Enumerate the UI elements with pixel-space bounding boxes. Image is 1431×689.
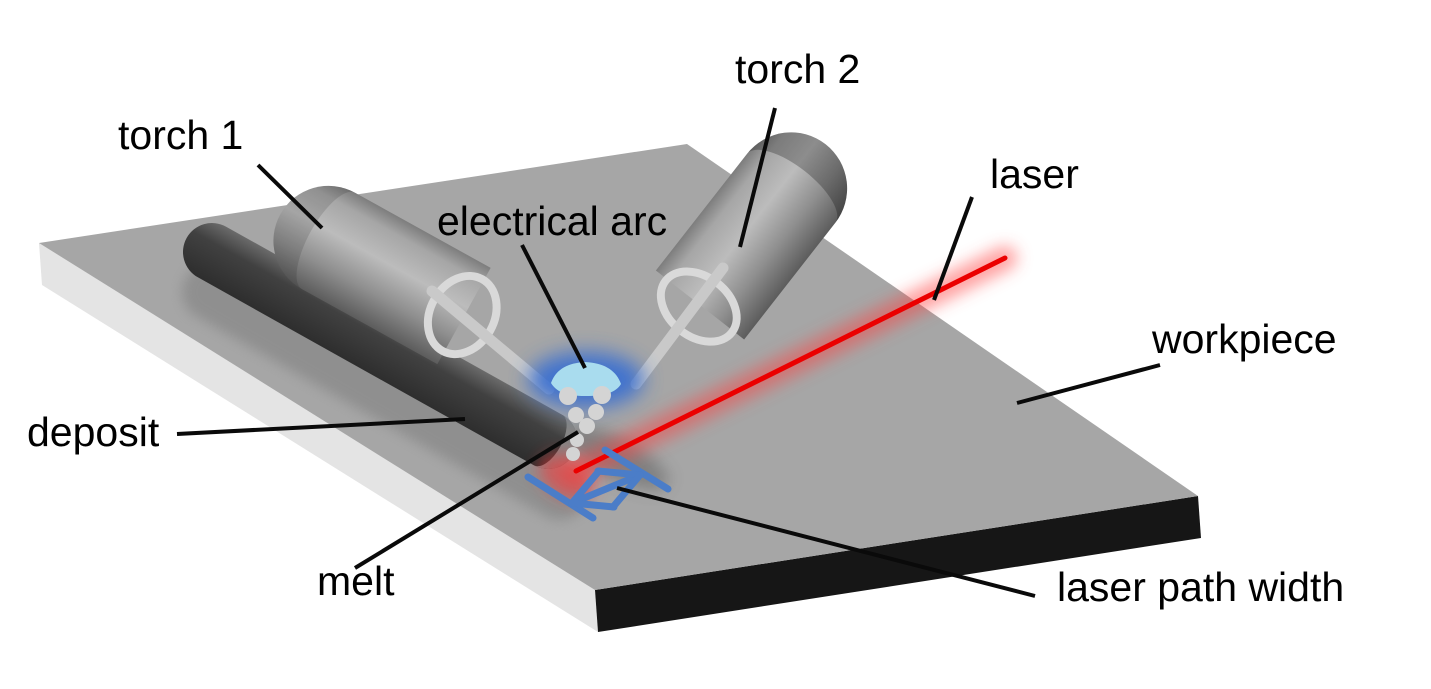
label-laser: laser [990, 151, 1079, 197]
label-electrical-arc: electrical arc [437, 198, 667, 244]
droplet [588, 404, 604, 420]
dimension-arrowhead-left-barb [568, 467, 603, 507]
electrode-wires [426, 262, 729, 395]
label-laser-path-width: laser path width [1057, 564, 1344, 610]
deposit-shadow [182, 264, 588, 520]
pointer-melt [353, 430, 580, 570]
droplet [579, 418, 595, 434]
dimension-arrowhead-left-barb [568, 499, 618, 511]
electrical-arc [528, 352, 644, 408]
label-melt: melt [317, 558, 395, 604]
torch-1-body [273, 185, 491, 365]
pointer-laser-path-width [616, 486, 1036, 598]
metal-droplets [559, 386, 611, 461]
label-workpiece: workpiece [1151, 316, 1337, 362]
droplet [566, 447, 580, 461]
dimension-tick-left [524, 473, 597, 522]
labels: torch 1 torch 2 electrical arc laser wor… [27, 46, 1344, 610]
dimension-arrowhead-right-barb [594, 467, 644, 479]
wire-torch-1 [426, 285, 555, 395]
dimension-arrow-shaft [568, 471, 644, 507]
pointer-laser [932, 196, 974, 301]
wire-torch-2 [630, 262, 729, 390]
laser-ray [573, 255, 1008, 474]
label-torch-2: torch 2 [735, 46, 860, 92]
droplet [593, 386, 611, 404]
pointer-torch-2 [738, 107, 777, 248]
workpiece-left-face [39, 243, 598, 632]
workpiece-front-face [595, 496, 1201, 632]
pointer-workpiece [1016, 363, 1161, 405]
deposit-bead [183, 223, 577, 469]
pointer-lines [176, 107, 1161, 598]
pointer-torch-1 [256, 163, 324, 230]
label-torch-1: torch 1 [118, 112, 243, 158]
dimension-tick-right [601, 446, 672, 493]
pointer-electrical-arc [520, 244, 587, 369]
label-deposit: deposit [27, 409, 160, 455]
pointer-deposit [176, 417, 466, 436]
torch-2-cap-shading [746, 132, 848, 223]
torch-1-cap-shading [273, 185, 356, 289]
droplet [559, 387, 577, 405]
droplet [568, 407, 584, 423]
